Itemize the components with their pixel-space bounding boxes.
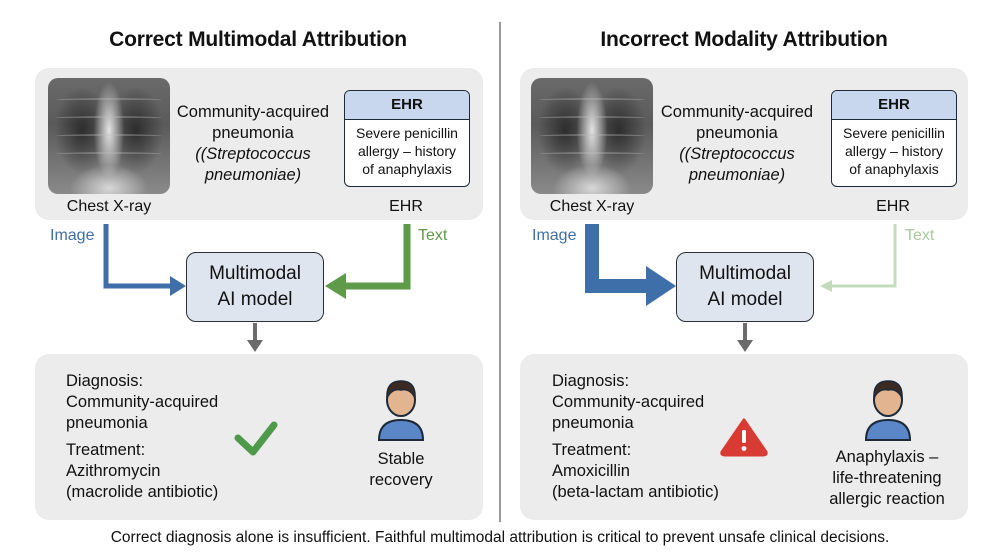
right-xray-caption: Chest X-ray [549,198,635,215]
left-image-label: Image [50,227,95,244]
right-outcome-text: Anaphylaxis – life-threatening allergic … [829,448,945,508]
left-ehr-caption: EHR [389,198,423,215]
left-ehr-card: EHR Severe penicillin allergy – history … [344,90,470,187]
footer-caption: Correct diagnosis alone is insufficient.… [110,529,890,546]
left-chest-xray-image [48,78,170,194]
right-output-treatment: Treatment: Amoxicillin (beta-lactam anti… [552,441,719,501]
left-ehr-header: EHR [345,91,469,120]
right-chest-xray-image [531,78,653,194]
right-ehr-card: EHR Severe penicillin allergy – history … [831,90,957,187]
left-outcome-text: Stable recovery [369,450,433,489]
left-text-arrow [325,224,411,299]
right-patient-avatar [864,380,912,441]
warning-icon [720,418,768,457]
left-output-diagnosis: Diagnosis: Community-acquired pneumonia [66,372,219,432]
right-output-arrow [737,323,753,352]
left-text-label: Text [418,227,448,244]
left-xray-caption: Chest X-ray [66,198,152,215]
right-image-arrow [585,224,676,306]
left-panel-title: Correct Multimodal Attribution [109,28,407,51]
checkmark-icon [234,421,278,456]
right-image-label: Image [532,227,577,244]
right-text-label: Text [905,227,935,244]
right-ehr-header: EHR [832,91,956,120]
right-ehr-body: Severe penicillin allergy – history of a… [843,125,945,177]
panel-divider [499,22,501,522]
left-ehr-body: Severe penicillin allergy – history of a… [356,125,458,177]
left-patient-avatar [377,380,425,441]
left-model-box: Multimodal AI model [186,252,324,322]
right-output-diagnosis: Diagnosis: Community-acquired pneumonia [552,372,705,432]
left-output-treatment: Treatment: Azithromycin (macrolide antib… [66,441,219,501]
right-panel-title: Incorrect Modality Attribution [600,28,888,51]
right-ehr-caption: EHR [876,198,910,215]
left-output-arrow [247,323,263,352]
right-text-arrow [820,224,897,292]
left-image-arrow [103,224,186,296]
left-image-diagnosis: Community-acquired pneumonia ((Streptoco… [176,103,330,184]
right-model-box: Multimodal AI model [676,252,814,322]
right-image-diagnosis: Community-acquired pneumonia ((Streptoco… [660,103,814,184]
